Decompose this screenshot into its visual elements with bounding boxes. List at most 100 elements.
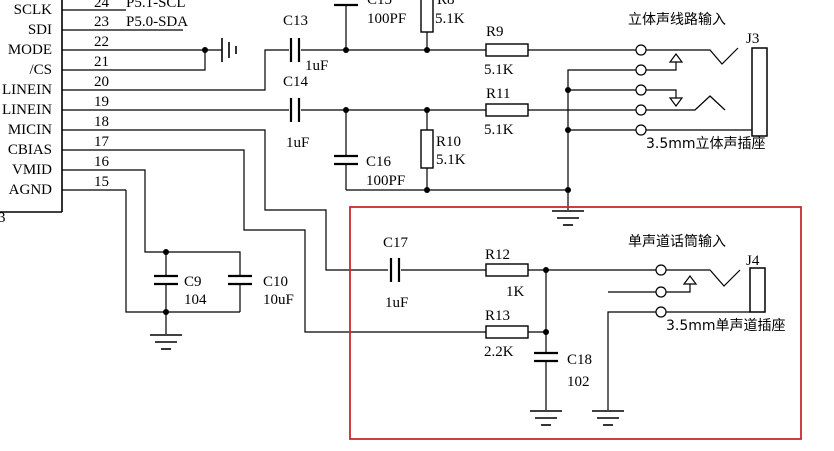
- c10-value: 10uF: [263, 292, 294, 308]
- c15-value: 100PF: [367, 11, 406, 27]
- r10-ref: R10: [436, 134, 461, 150]
- pin-number: 19: [94, 94, 109, 110]
- c10-ref: C10: [263, 274, 288, 290]
- r13-body: [485, 325, 529, 339]
- r9-ref: R9: [486, 24, 504, 40]
- c9-value: 104: [184, 292, 207, 308]
- r12-ref: R12: [485, 247, 510, 263]
- pin-number: 17: [94, 134, 110, 150]
- pin-name: SDI: [28, 22, 52, 38]
- pin-number: 22: [94, 34, 109, 50]
- pin-name: LINEIN: [2, 82, 52, 98]
- r8-ref: R8: [437, 0, 455, 8]
- r11-ref: R11: [486, 86, 510, 102]
- mode-cs-ground: [126, 38, 237, 71]
- c16-value: 100PF: [366, 173, 405, 189]
- r12-body: [485, 263, 529, 277]
- pin-number: 24: [94, 0, 110, 11]
- mic-routing: [126, 129, 486, 333]
- c17-value: 1uF: [385, 295, 408, 311]
- cbias-wire: [126, 149, 486, 333]
- j3-contact: [646, 47, 739, 65]
- r13-value: 2.2K: [484, 344, 514, 360]
- junction-dot: [565, 87, 571, 93]
- wire: [126, 49, 289, 91]
- r10-value: 5.1K: [436, 152, 466, 168]
- agnd-wire: [125, 190, 240, 313]
- c13-ref: C13: [283, 13, 308, 29]
- pin-number: 21: [94, 54, 109, 70]
- r11-value: 5.1K: [484, 122, 514, 138]
- junction-dot: [565, 127, 571, 133]
- jack-j3: 立体声线路输入 J3 3.5mm立体声插座: [628, 12, 768, 152]
- j4-pin: [655, 306, 667, 318]
- vmid-decoupling: C9 104 C10 10uF: [125, 169, 294, 350]
- wire: [607, 311, 656, 410]
- ic-codec: 3 SCLK SDI MODE /CS LINEIN LINEIN MICIN …: [0, 0, 188, 226]
- pin-number: 15: [94, 174, 109, 190]
- j4-desc: 3.5mm单声道插座: [666, 318, 786, 334]
- micin-wire: [126, 129, 388, 271]
- pin-name: CBIAS: [8, 142, 52, 158]
- wire: [126, 169, 241, 275]
- j4-arrow: [682, 275, 698, 285]
- j3-pin: [635, 124, 647, 136]
- j3-contact: [646, 95, 726, 111]
- junction-dot: [543, 329, 549, 335]
- c18-value: 102: [567, 374, 590, 390]
- r13-ref: R13: [485, 308, 510, 324]
- junction-dot: [424, 187, 430, 193]
- pin-number: 18: [94, 114, 109, 130]
- jack-j4: 单声道话筒输入 J4 3.5mm单声道插座: [592, 233, 786, 426]
- line-in-left-path: C13 1uF C15 100PF R8 5.1K R9 5.1K: [126, 0, 636, 91]
- r8-value: 5.1K: [435, 11, 465, 27]
- pin-name: VMID: [12, 162, 52, 178]
- c15-ref: C15: [367, 0, 392, 8]
- j4-title: 单声道话筒输入: [628, 233, 726, 250]
- j3-contact: [646, 89, 677, 104]
- r12-value: 1K: [506, 284, 525, 300]
- pin-number: 23: [94, 14, 109, 30]
- pin-number: 16: [94, 154, 110, 170]
- j3-pin: [635, 64, 647, 76]
- j4-pin: [655, 286, 667, 298]
- net-label-scl: P5.1-SCL: [126, 0, 186, 11]
- j3-contact: [646, 56, 677, 71]
- pin-name: SCLK: [14, 2, 53, 18]
- j3-pin: [635, 84, 647, 96]
- r8-body: [420, 0, 434, 33]
- c18-ref: C18: [567, 352, 592, 368]
- j4-pin: [655, 264, 667, 276]
- wire: [567, 69, 636, 210]
- junction-dot: [565, 187, 571, 193]
- c9-ref: C9: [184, 274, 202, 290]
- j3-ref: J3: [746, 31, 759, 47]
- c14-value: 1uF: [286, 135, 309, 151]
- c13-value: 1uF: [305, 58, 328, 74]
- j4-body: [749, 267, 766, 313]
- j3-body: [751, 47, 768, 137]
- r10-body: [420, 129, 434, 169]
- c17-ref: C17: [383, 235, 409, 251]
- j4-contact: [666, 269, 741, 287]
- j3-arrow: [668, 97, 684, 107]
- j3-pin: [635, 44, 647, 56]
- line-in-right-path: C14 1uF C16 100PF R10 5.1K R11 5.1K: [126, 74, 636, 193]
- stereo-ground: [552, 69, 636, 226]
- pin-name: LINEIN: [2, 102, 52, 118]
- pin-name: AGND: [9, 182, 52, 198]
- net-label-sda: P5.0-SDA: [126, 14, 188, 30]
- mic-section-highlight-box: [349, 206, 802, 440]
- j3-arrow: [668, 53, 684, 63]
- r9-value: 5.1K: [484, 62, 514, 78]
- c16-ref: C16: [366, 154, 392, 170]
- pin-name: MICIN: [8, 122, 52, 138]
- mic-input-circuit: C17 1uF R12 1K R13 2.2K C18 102: [383, 235, 656, 426]
- j4-ref: J4: [746, 253, 760, 269]
- wire: [126, 50, 206, 71]
- ic-ref-suffix: 3: [0, 210, 6, 226]
- r9-body: [485, 43, 529, 57]
- j3-desc: 3.5mm立体声插座: [646, 136, 766, 152]
- c14-ref: C14: [283, 74, 309, 90]
